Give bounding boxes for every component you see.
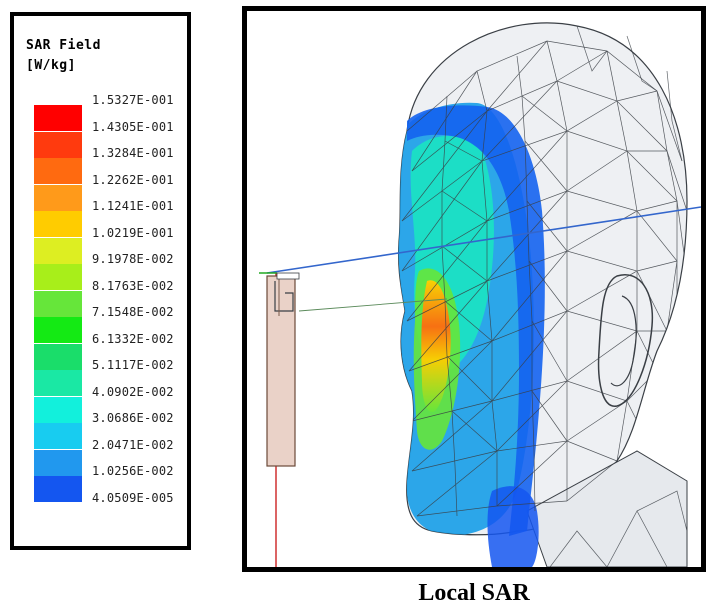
legend-row: 1.0256E-002: [26, 464, 186, 502]
legend-row: 1.3284E-001: [26, 146, 186, 184]
legend-value: 7.1548E-002: [92, 305, 174, 319]
legend-value: 6.1332E-002: [92, 331, 174, 346]
legend-value: 2.0471E-002: [92, 437, 174, 452]
legend-row: 4.0902E-002: [26, 384, 186, 423]
legend-color-swatch: [34, 184, 82, 211]
legend-color-swatch: [34, 317, 82, 343]
legend-color-swatch: [34, 211, 82, 237]
legend-color-swatch: [34, 449, 82, 476]
neck-mesh: [526, 450, 688, 567]
legend-row: 1.1241E-001: [26, 199, 186, 237]
x-axis-line: [266, 206, 701, 274]
legend-row: 1.0219E-001: [26, 225, 186, 264]
legend-row: 1.4305E-001: [26, 119, 186, 158]
legend-color-swatch: [34, 131, 82, 158]
legend-row: 7.1548E-002: [26, 305, 186, 343]
legend-color-swatch: [34, 290, 82, 317]
sar-3d-viewport[interactable]: [242, 6, 706, 572]
legend-title-unit: [W/kg]: [26, 58, 76, 73]
legend-color-swatch: [34, 343, 82, 370]
legend-color-swatch: [34, 264, 82, 290]
legend-value: 1.1241E-001: [92, 199, 174, 213]
legend-title: SAR Field [W/kg]: [26, 36, 101, 76]
legend-color-scale: 1.5327E-001 1.4305E-001 1.3284E-001 1.2262E…: [26, 93, 186, 549]
legend-value: 1.4305E-001: [92, 119, 174, 134]
legend-value: 1.0219E-001: [92, 225, 174, 240]
legend-value: 5.1117E-002: [92, 358, 174, 372]
legend-row: 6.1332E-002: [26, 331, 186, 370]
legend-row: 2.0471E-002: [26, 437, 186, 476]
legend-value: 3.0686E-002: [92, 411, 174, 425]
legend-color-swatch: [34, 237, 82, 264]
legend-row: 1.2262E-001: [26, 172, 186, 211]
legend-value: 4.0509E-005: [92, 490, 174, 505]
legend-value: 1.5327E-001: [92, 93, 174, 107]
head-model-render: [259, 22, 701, 567]
legend-row: 3.0686E-002: [26, 411, 186, 449]
legend-color-swatch: [34, 423, 82, 449]
caption-local-sar: Local SAR: [418, 580, 530, 606]
legend-row: 8.1763E-002: [26, 278, 186, 317]
legend-value: 8.1763E-002: [92, 278, 174, 293]
ear-mesh: [597, 274, 654, 407]
antenna-model: [266, 272, 300, 467]
legend-color-swatch: [34, 105, 82, 131]
legend-value: 4.0902E-002: [92, 384, 174, 399]
legend-value: 9.1978E-002: [92, 252, 174, 266]
legend-color-swatch: [34, 396, 82, 423]
legend-color-swatch: [34, 370, 82, 396]
legend-value: 1.0256E-002: [92, 464, 174, 478]
sar-head-band: [407, 105, 545, 536]
legend-row: 9.1978E-002: [26, 252, 186, 290]
legend-color-swatch: [34, 158, 82, 184]
legend-row: 4.0509E-005: [26, 491, 186, 517]
legend-color-swatch: [34, 476, 82, 502]
wireframe-mesh: [401, 40, 688, 517]
legend-value: 1.2262E-001: [92, 172, 174, 187]
legend-row: 5.1117E-002: [26, 358, 186, 396]
legend-value: 1.3284E-001: [92, 146, 174, 160]
legend-title-name: SAR Field: [26, 38, 101, 53]
legend-row: 1.5327E-001: [26, 93, 186, 131]
